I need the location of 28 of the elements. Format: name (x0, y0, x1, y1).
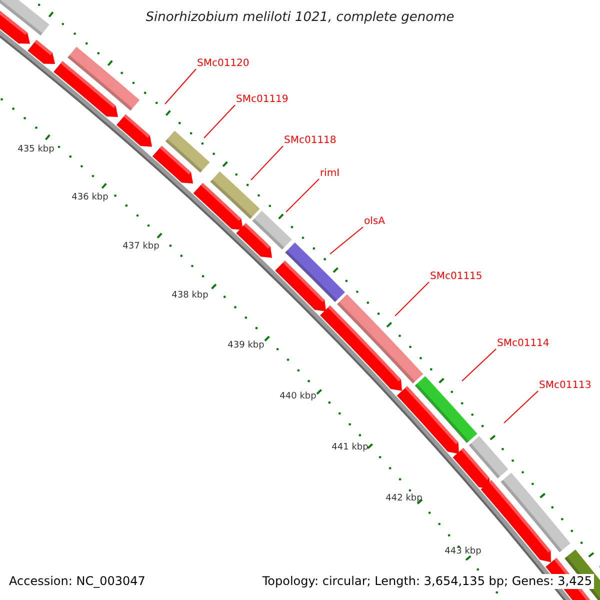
map-title: Sinorhizobium meliloti 1021, complete genome (146, 10, 454, 26)
footer-text: Accession: NC_003047 (7, 574, 148, 589)
gene-label: rimI (320, 168, 340, 180)
leader-line (250, 146, 284, 180)
leader-line (330, 226, 364, 254)
ruler-label: 436 kbp (72, 192, 108, 204)
gene-label: SMc01113 (539, 380, 592, 392)
ruler-label: 438 kbp (172, 290, 208, 302)
ruler-label: 437 kbp (122, 242, 160, 252)
gene-label: SMc01115 (430, 271, 482, 283)
gene-label: olsA (364, 216, 385, 228)
gene-label: SMc01118 (284, 135, 336, 147)
ruler-label: 439 kbp (228, 340, 264, 352)
ruler-label: 435 kbp (18, 144, 54, 156)
ruler-label: 443 kbp (444, 546, 482, 558)
ruler-label: 442 kbp (386, 494, 422, 504)
leader-line (204, 104, 236, 138)
leader-line (286, 178, 320, 212)
leader-line (164, 68, 196, 104)
leader-line (462, 348, 496, 382)
ruler-label: 441 kbp (332, 442, 368, 454)
leader-line (394, 282, 430, 316)
footer-text: Topology: circular; Length: 3,654,135 bp; Genes: 3,425 (260, 574, 594, 589)
ruler-label: 440 kbp (280, 392, 316, 402)
gene-label: SMc01114 (497, 338, 550, 350)
gene-label: SMc01120 (197, 58, 250, 70)
leader-line (504, 390, 538, 424)
gene-label: SMc01119 (236, 94, 288, 106)
